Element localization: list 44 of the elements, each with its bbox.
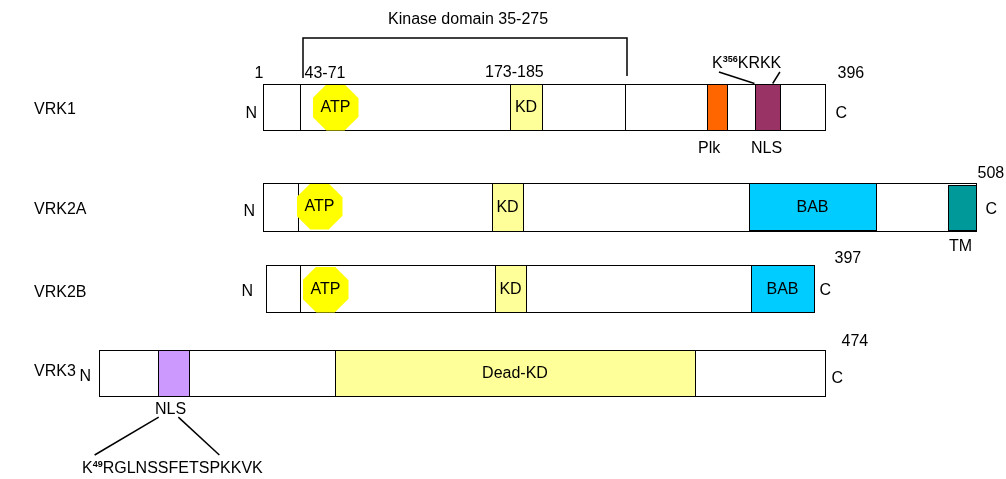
kinase-domain-box [334, 349, 696, 397]
residue-number: 173-185 [485, 63, 544, 81]
terminus-label: N [241, 281, 254, 300]
sequence-label: K$^{356}$KRKK [712, 50, 782, 72]
domain-range-label: Kinase domain 35-275 [388, 10, 549, 28]
domain-label: ATP [319, 97, 352, 116]
domain-label: ATP [309, 279, 342, 298]
terminus-label: N [79, 366, 92, 385]
residue-number: 43-71 [304, 63, 346, 82]
terminus-label: N [243, 201, 256, 220]
terminus-label: C [819, 280, 832, 299]
terminus-label: C [985, 199, 998, 218]
motif-label: NLS [751, 139, 783, 157]
kinase-domain-box [494, 264, 527, 313]
leader-line [93, 416, 160, 456]
protein-name: VRK2A [34, 200, 87, 218]
kinase-domain-box [491, 182, 524, 232]
protein-name: VRK1 [34, 100, 76, 118]
domain-label: BAB [766, 279, 799, 298]
residue-number: 1 [254, 63, 264, 82]
terminus-label: N [245, 103, 258, 122]
residue-number: 474 [841, 331, 869, 350]
domain-label: KD [499, 279, 522, 298]
motif-label: Plk [698, 139, 721, 157]
motif-label: NLS [155, 400, 187, 418]
domain-label: BAB [796, 197, 829, 216]
domain-label: KD [496, 198, 519, 216]
domain-box [750, 264, 815, 313]
sequence-label: K$^{49}$RGLNSSFETSPKKVK [82, 455, 263, 477]
residue-number: 396 [837, 63, 865, 82]
protein-name: VRK3 [34, 362, 76, 380]
protein-name: VRK2B [34, 283, 87, 301]
leader-line [177, 416, 221, 456]
residue-number: 397 [834, 248, 862, 267]
residue-number: 508 [977, 163, 1005, 182]
motif-label: TM [949, 237, 973, 255]
leader-line [771, 71, 781, 85]
terminus-label: C [831, 368, 844, 387]
domain-label: KD [514, 98, 538, 116]
leader-line [718, 71, 756, 85]
domain-label: ATP [303, 196, 336, 215]
domain-box [748, 182, 877, 231]
domain-label: Dead-KD [482, 364, 548, 382]
terminus-label: C [835, 103, 848, 122]
